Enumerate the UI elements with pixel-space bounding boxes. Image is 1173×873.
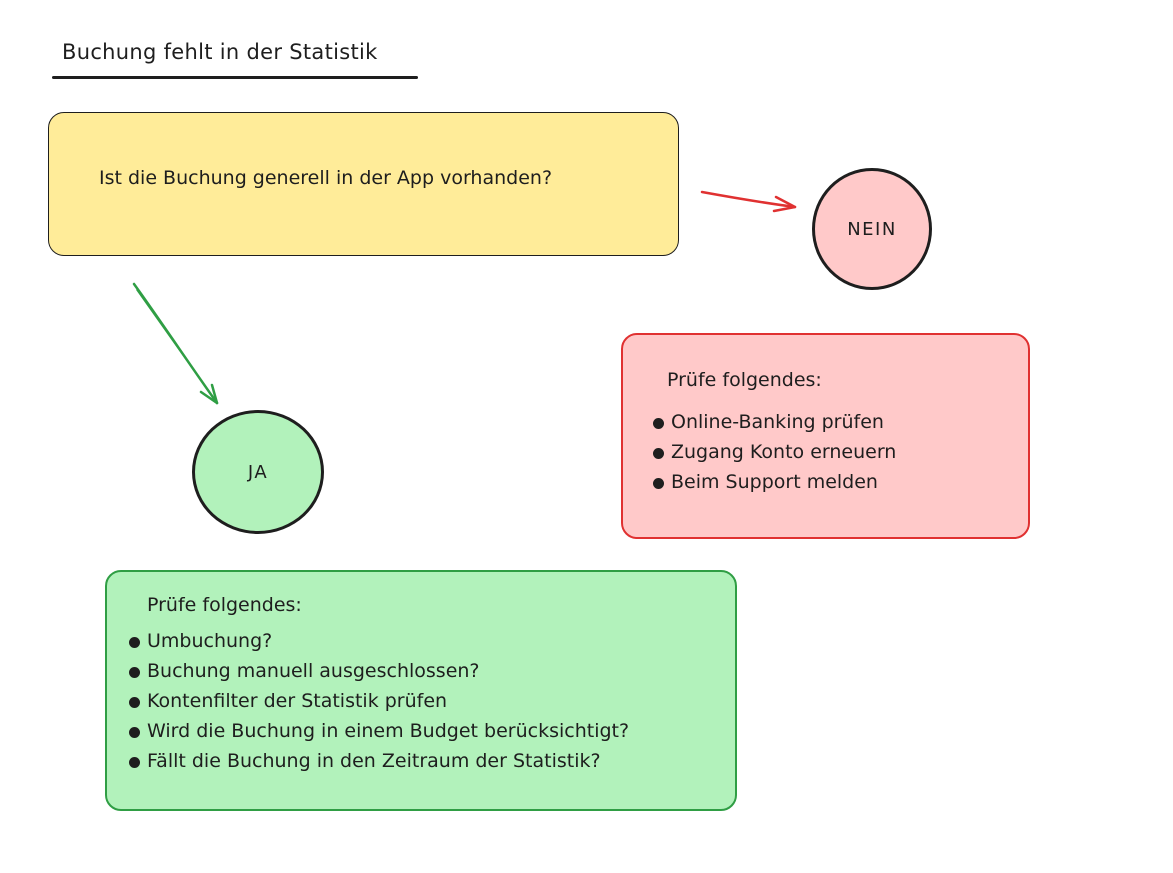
bullet-icon — [129, 727, 140, 738]
nein-node: NEIN — [812, 168, 932, 290]
list-item-text: Buchung manuell ausgeschlossen? — [147, 660, 480, 682]
bullet-icon — [653, 418, 664, 429]
ja-checklist-heading: Prüfe folgendes: — [147, 594, 302, 616]
list-item-text: Umbuchung? — [147, 630, 273, 652]
list-item-text: Wird die Buchung in einem Budget berücks… — [147, 720, 630, 742]
list-item: Fällt die Buchung in den Zeitraum der St… — [127, 746, 629, 776]
question-text: Ist die Buchung generell in der App vorh… — [99, 167, 553, 189]
question-box: Ist die Buchung generell in der App vorh… — [48, 112, 679, 256]
diagram-title: Buchung fehlt in der Statistik — [62, 40, 378, 64]
bullet-icon — [653, 448, 664, 459]
list-item-text: Online-Banking prüfen — [671, 411, 884, 433]
arrow-to-nein — [700, 190, 797, 213]
bullet-icon — [129, 757, 140, 768]
bullet-icon — [653, 478, 664, 489]
list-item-text: Beim Support melden — [671, 471, 878, 493]
bullet-icon — [129, 697, 140, 708]
list-item: Beim Support melden — [651, 467, 896, 497]
nein-checklist-box: Prüfe folgendes: Online-Banking prüfen Z… — [621, 333, 1030, 539]
arrow-to-ja — [132, 282, 219, 405]
list-item: Umbuchung? — [127, 626, 629, 656]
ja-checklist-box: Prüfe folgendes: Umbuchung? Buchung manu… — [105, 570, 737, 811]
list-item: Zugang Konto erneuern — [651, 437, 896, 467]
ja-node: JA — [192, 410, 324, 534]
nein-checklist-heading: Prüfe folgendes: — [667, 369, 822, 391]
list-item-text: Kontenfilter der Statistik prüfen — [147, 690, 448, 712]
list-item: Kontenfilter der Statistik prüfen — [127, 686, 629, 716]
list-item-text: Zugang Konto erneuern — [671, 441, 897, 463]
title-underline — [52, 76, 418, 79]
bullet-icon — [129, 667, 140, 678]
list-item: Buchung manuell ausgeschlossen? — [127, 656, 629, 686]
ja-label: JA — [247, 461, 269, 483]
nein-label: NEIN — [847, 218, 897, 240]
nein-checklist: Online-Banking prüfen Zugang Konto erneu… — [651, 407, 896, 497]
ja-checklist: Umbuchung? Buchung manuell ausgeschlosse… — [127, 626, 629, 776]
list-item-text: Fällt die Buchung in den Zeitraum der St… — [147, 750, 601, 772]
bullet-icon — [129, 637, 140, 648]
list-item: Wird die Buchung in einem Budget berücks… — [127, 716, 629, 746]
list-item: Online-Banking prüfen — [651, 407, 896, 437]
